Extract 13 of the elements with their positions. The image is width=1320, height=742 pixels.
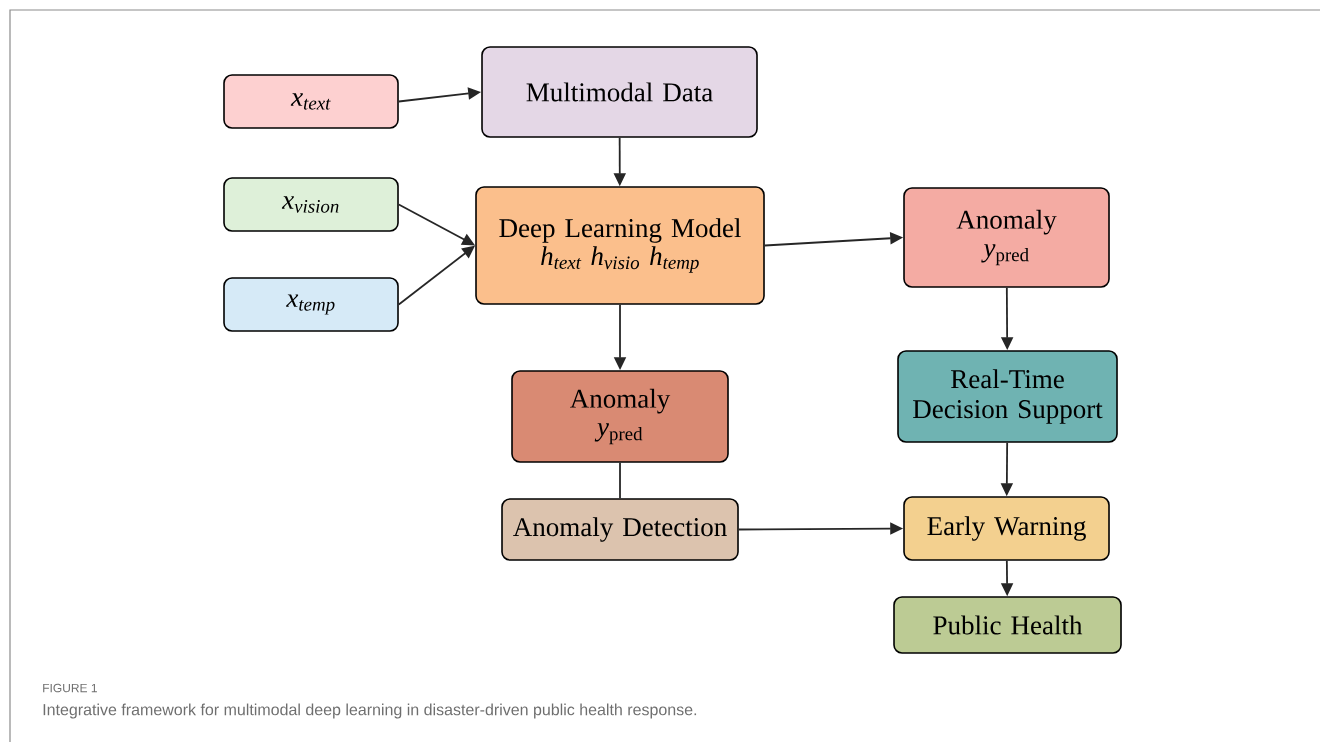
process-box: x$_{text}$: [223, 74, 399, 129]
process-box: Anomaly Detection: [501, 498, 739, 561]
process-box: Real-Time Decision Support: [897, 350, 1118, 443]
process-box: Early Warning: [903, 496, 1110, 561]
caption: Integrative framework for multimodal deep learning in disaster-driven public health response.: [43, 703, 697, 719]
process-box: Deep Learning Model h$_{text}$ h$_{visio}$ h$_{temp}$: [475, 186, 765, 305]
process-box: Public Health: [893, 596, 1122, 654]
process-box: Multimodal Data: [481, 46, 758, 138]
process-box: Anomaly y$_{pred}$: [903, 187, 1110, 288]
process-box: x$_{temp}$: [223, 277, 399, 332]
process-box: x$_{vision}$: [223, 177, 399, 232]
process-box: Anomaly y$_{pred}$: [511, 370, 729, 463]
figure-number: FIGURE 1: [43, 683, 97, 693]
